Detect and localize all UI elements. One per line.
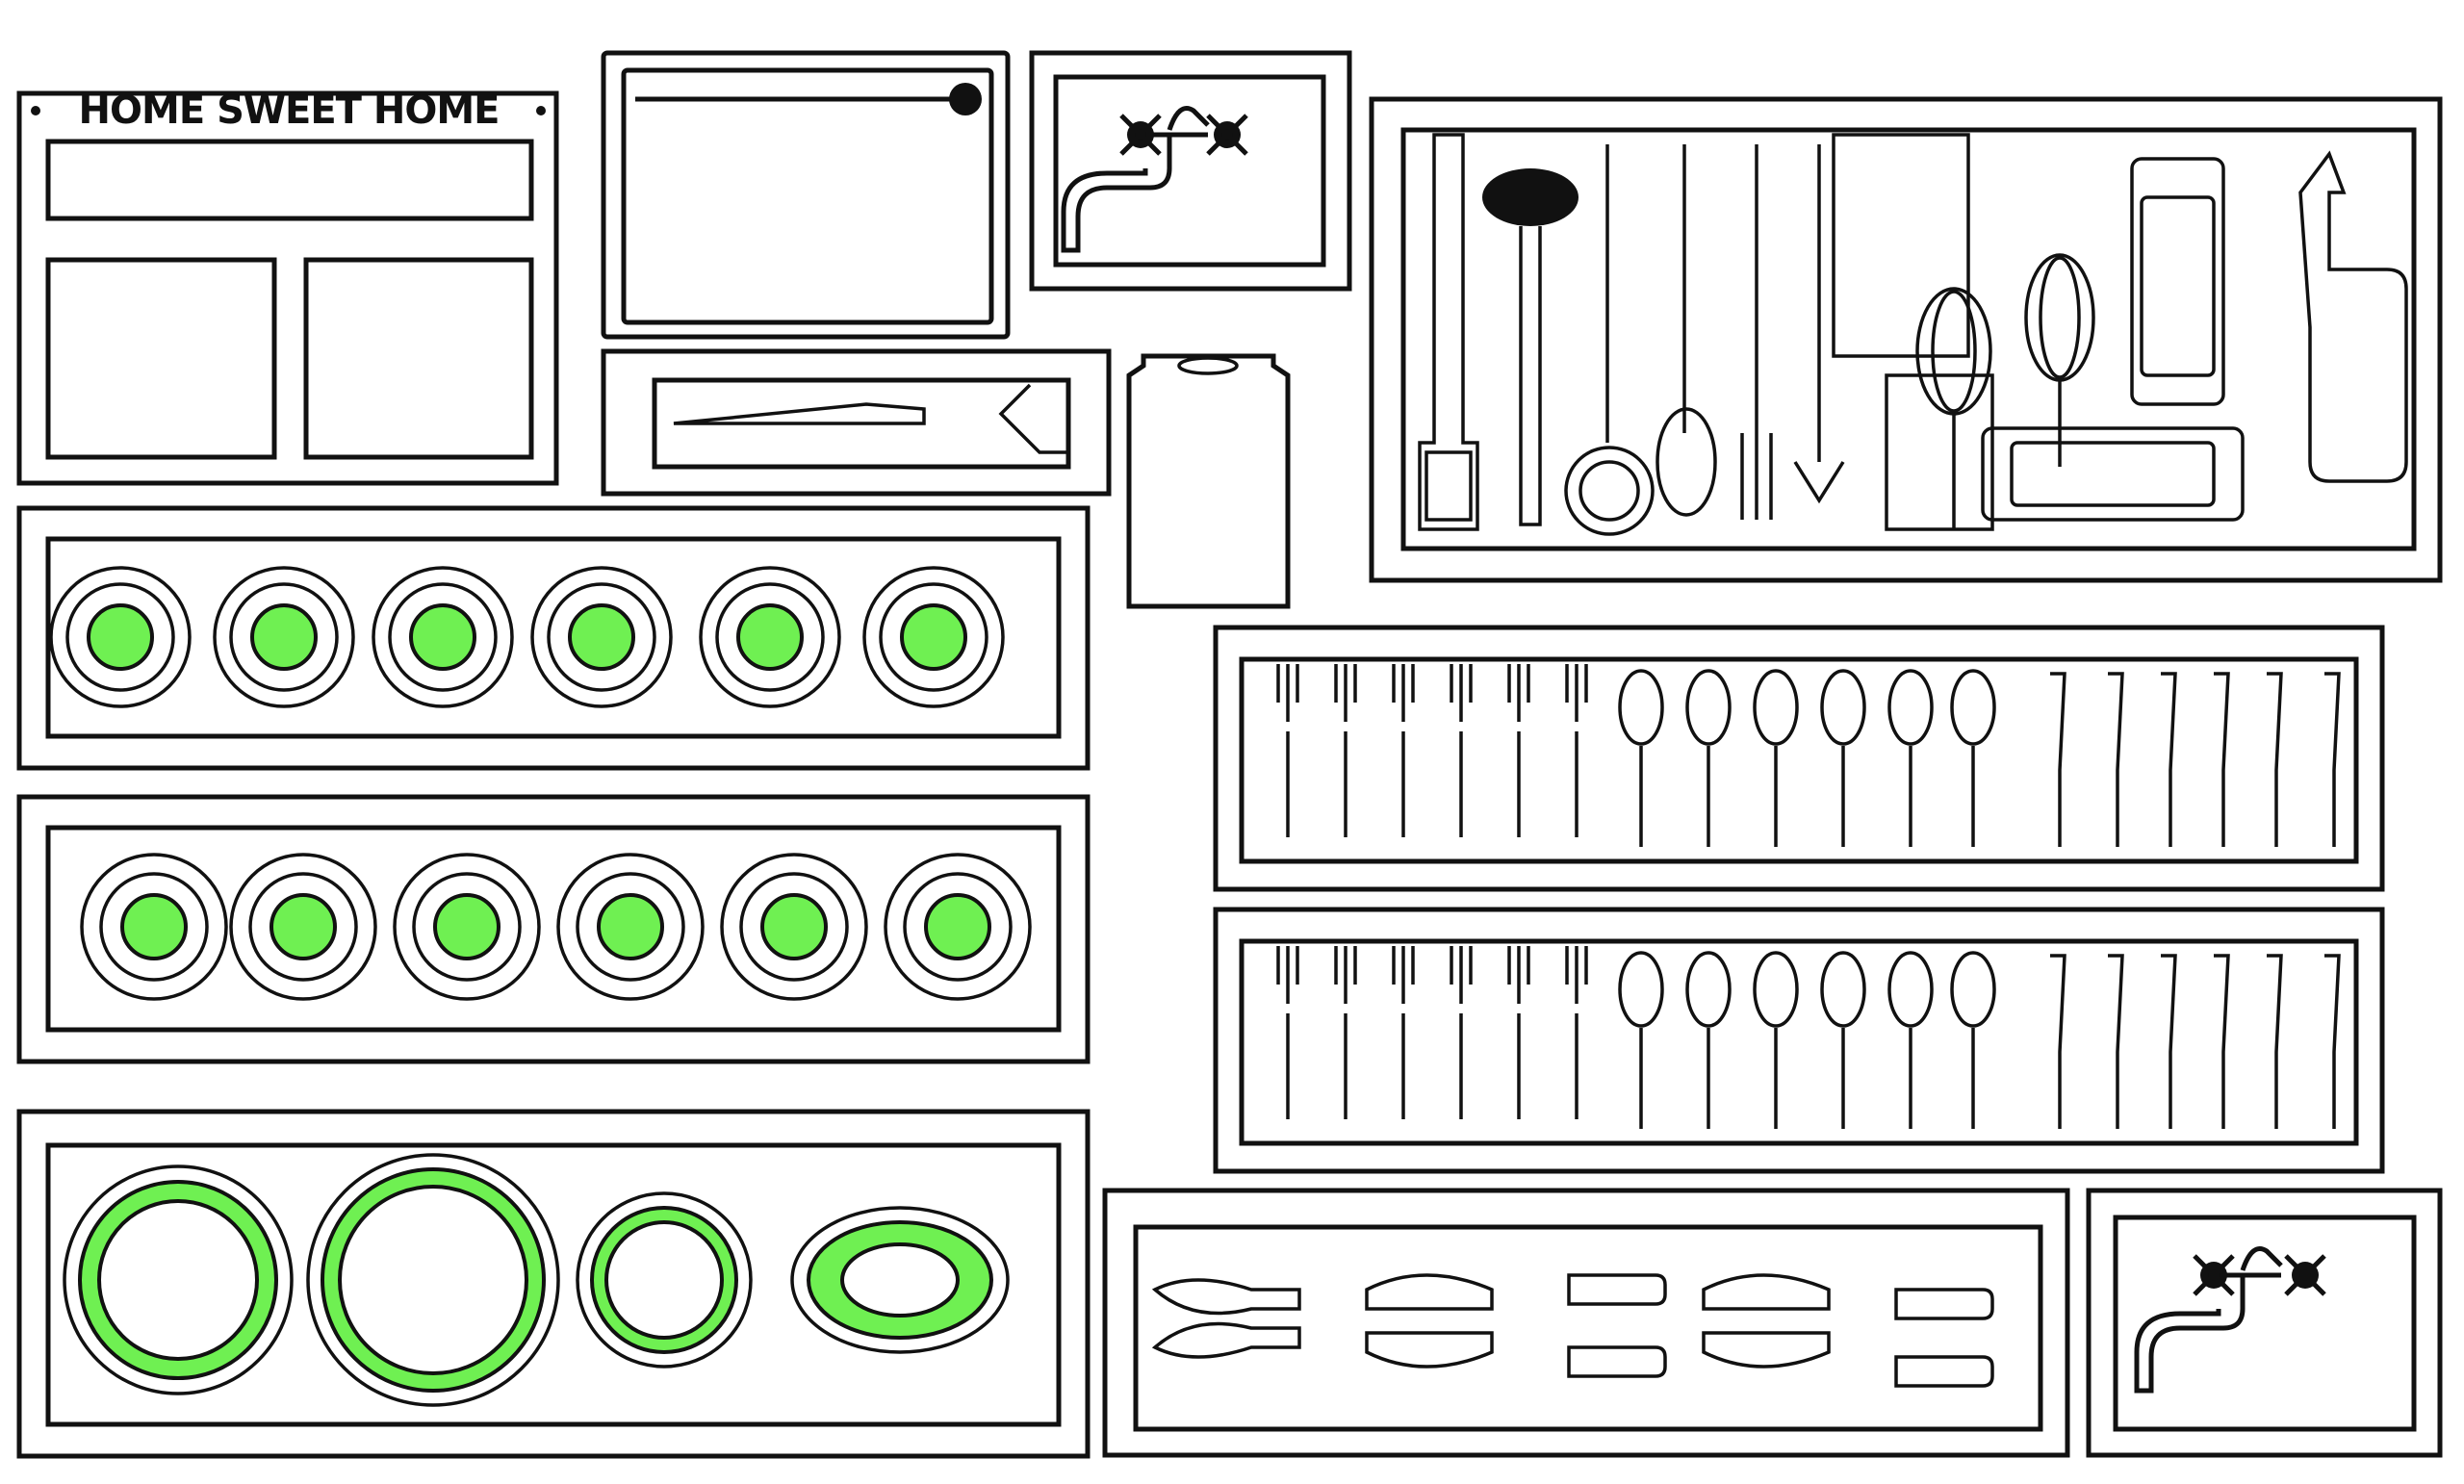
cutting-board-panel: [601, 50, 1011, 340]
faucet-icon: [2134, 1246, 2326, 1394]
small-plates-row-panel: [16, 505, 1091, 771]
sign-title: HOME SWEET HOME: [78, 89, 500, 133]
bowls-row-panel: [16, 794, 1091, 1064]
paper-towel-panel: [1126, 353, 1291, 609]
large-plates-row-panel: [16, 1109, 1091, 1459]
cutlery-row-1-panel: [1213, 625, 2385, 892]
utensils-rack-panel: [1369, 96, 2443, 583]
knife-board-panel: [601, 348, 1112, 497]
faucet-bottom-panel: [2086, 1188, 2443, 1458]
bowls: [80, 853, 1032, 1001]
faucet-icon: [1061, 106, 1248, 253]
whisk-icon: [1915, 253, 2095, 529]
small-plates: [49, 566, 1005, 708]
faucet-top-panel: [1029, 50, 1352, 292]
chef-knives-panel: [1102, 1188, 2070, 1458]
cutlery-row-2-panel: [1213, 907, 2385, 1174]
sign-board-panel: [16, 90, 559, 486]
